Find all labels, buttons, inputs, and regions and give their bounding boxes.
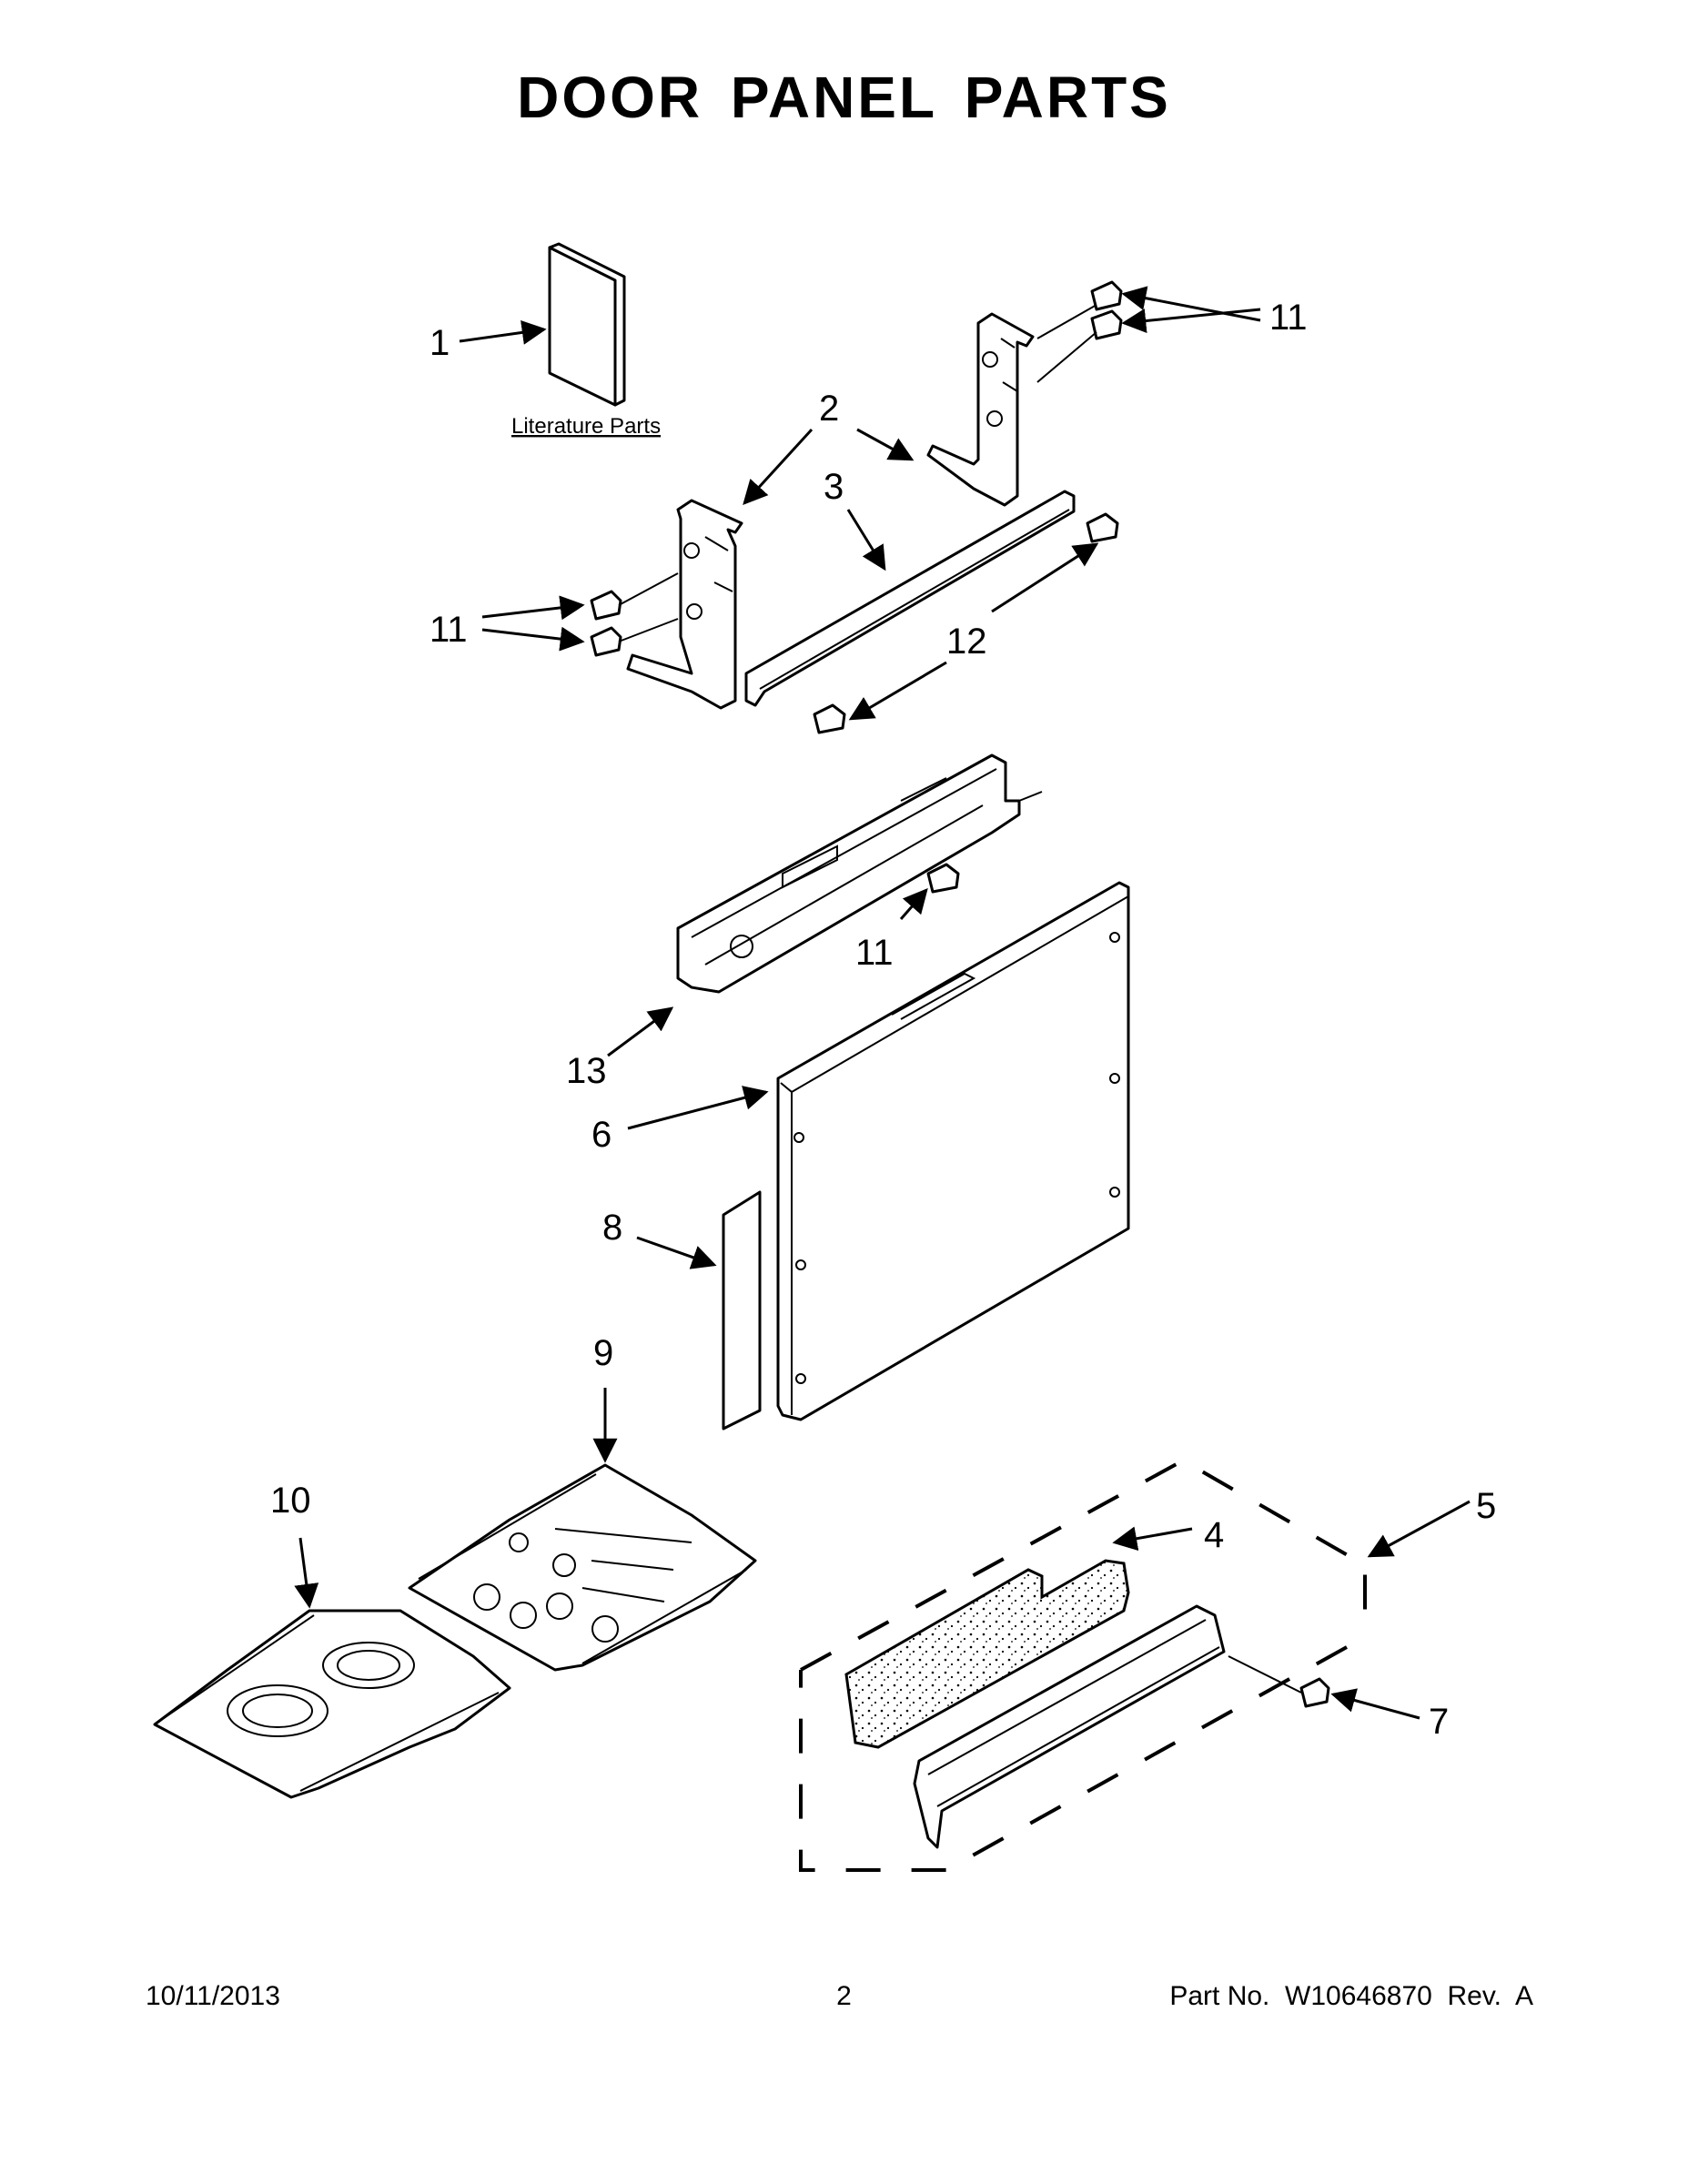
literature-booklet [548,242,626,407]
callout-11-top: 11 [1269,298,1308,338]
door-bracket-right [926,312,1035,507]
callout-1: 1 [430,323,450,363]
callout-6: 6 [591,1115,612,1155]
mounting-rail [744,490,1076,707]
callout-5: 5 [1476,1486,1496,1526]
toe-plate [913,1604,1226,1849]
page-title: DOOR PANEL PARTS [517,65,1171,130]
footer-page-number: 2 [836,1981,852,2011]
callout-12: 12 [946,622,987,662]
callout-7: 7 [1429,1702,1449,1742]
door-bracket-left [626,499,743,710]
screw-console [926,863,960,894]
callout-10: 10 [270,1481,311,1521]
screw-upper-right-2 [1036,309,1123,383]
door-panel [776,881,1130,1421]
callout-13: 13 [566,1051,607,1091]
hardware-bag [408,1463,757,1672]
callout-11-left: 11 [430,610,468,650]
screw-left-1 [590,572,679,621]
callout-9: 9 [593,1333,613,1373]
door-strip [722,1190,762,1431]
callout-4: 4 [1204,1515,1224,1555]
console-assembly [676,753,1043,994]
kit-outline [799,1458,1367,1872]
footer-date: 10/11/2013 [146,1981,280,2011]
literature-parts-label: Literature Parts [511,414,661,439]
callout-3: 3 [824,467,844,507]
callout-11-console: 11 [855,933,894,973]
seal-bag [153,1609,511,1799]
foam-pad [844,1559,1130,1749]
screw-left-2 [590,618,679,657]
leader-arrows [294,286,1471,1720]
small-screw [1228,1655,1330,1708]
screw-upper-right-1 [1036,280,1123,339]
callout-8: 8 [602,1208,622,1248]
callout-2: 2 [819,389,839,429]
screw-rail-left [813,703,846,734]
footer-part-number: Part No. W10646870 Rev. A [1169,1981,1533,2011]
screw-rail-right [1086,512,1119,543]
